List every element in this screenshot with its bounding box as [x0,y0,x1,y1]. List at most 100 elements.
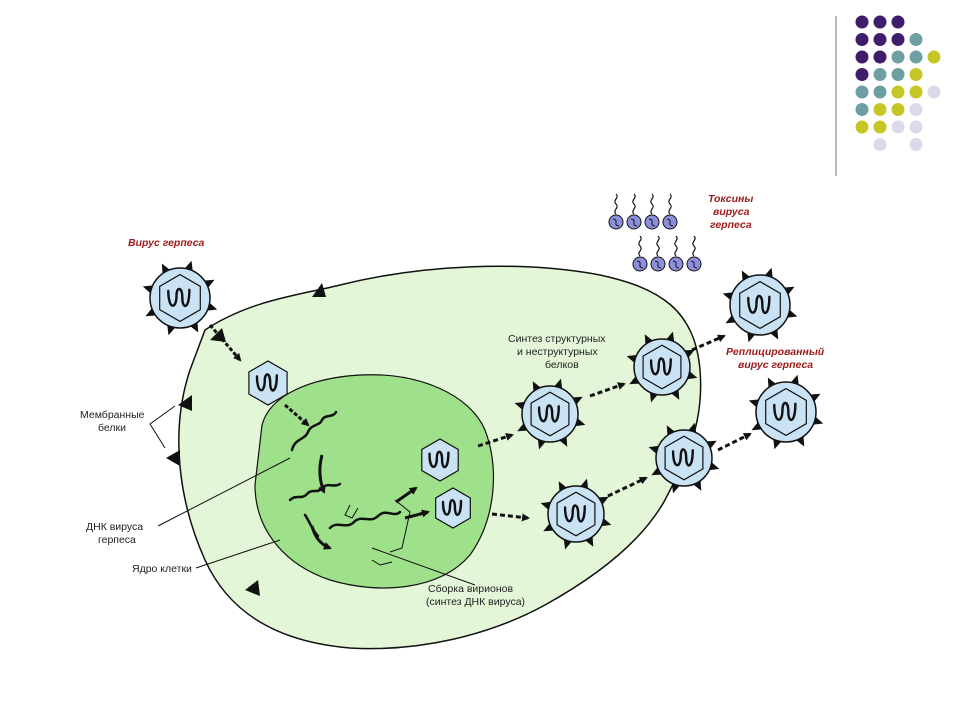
decorative-dot [909,33,923,46]
assembly-bracket [344,499,411,566]
virion-spike [666,425,675,436]
decorative-dot [909,68,923,81]
virion-spike [517,423,528,432]
decorative-dot [855,120,869,134]
virion-dna [563,504,586,523]
label-pointer-lines [157,457,476,586]
virion-spike [190,322,199,333]
virion-dna [255,373,278,392]
toxin-mark [690,260,698,269]
decorative-dot [891,33,905,46]
virion-capsid [556,491,596,537]
decorative-dot [909,85,923,99]
toxin-molecule [632,235,648,272]
toxin-mark [612,218,620,227]
virion-spike [741,270,750,281]
virion-dna [441,499,463,516]
virion-spike [145,308,156,317]
decorative-dot [891,50,905,64]
toxin-mark [630,218,638,227]
decorative-dot [891,68,905,81]
decorative-dot [909,120,923,134]
virion-spike [204,279,215,288]
decorative-dot [873,68,887,81]
decorative-dot [891,120,905,134]
toxin-molecule [626,193,642,230]
virion [626,331,698,403]
naked-capsid [421,438,459,482]
toxin-tail [674,235,678,257]
toxin-molecule [686,235,702,272]
virion-spike [644,334,653,345]
label-assembly: Сборка вирионов [428,583,513,595]
virion-capsid [248,360,288,406]
toxin-tail [668,193,672,215]
decorative-dot [873,50,887,64]
virion-spike [796,436,805,447]
toxin-molecule [668,235,684,272]
virion-spike [767,377,776,388]
label-membrane-proteins: Мембранные [80,409,145,421]
toxin-molecule [662,193,678,230]
virion-dna [428,450,450,469]
virion-spike [598,496,609,505]
virion-capsid [642,344,682,390]
toxin-mark [666,218,674,227]
decorative-dot [855,50,869,64]
virion-capsid [159,273,201,323]
virion-dna [167,287,191,307]
label-membrane-proteins-2: белки [98,422,126,434]
virion-capsid [530,391,570,437]
cell-nucleus [254,374,494,589]
decorative-dot [873,103,887,116]
decorative-dot [873,15,887,29]
virion-spike [706,440,717,449]
labels: Вирус герпеса Мембранные белки ДНК вирус… [80,193,825,608]
toxin-tail [638,235,642,257]
virion [540,478,612,550]
virion [142,260,218,336]
toxin-tail [650,193,654,215]
decorative-dot [855,103,869,116]
virion-spike [558,481,567,492]
decorative-dot [873,33,887,46]
label-dna-virus: ДНК вируса [86,521,143,533]
decorative-dot [873,138,887,151]
label-toxins-2: вируса [713,206,750,218]
virion-dna [747,294,771,314]
virion-dna [671,448,694,467]
virion-capsid [664,435,704,481]
toxin-molecule [644,193,660,230]
virion-spike [532,381,541,392]
toxin-molecule [650,235,666,272]
decorative-dot [909,103,923,116]
label-cell-nucleus: Ядро клетки [132,563,192,575]
label-synthesis-3: белков [545,359,579,371]
virion-spike [684,349,695,358]
virion-spike [572,396,583,405]
membrane-proteins-pointers [149,405,176,449]
label-assembly-2: (синтез ДНК вируса) [426,596,525,608]
virion [748,374,824,450]
process-arrows [208,324,752,550]
toxin-tail [656,235,660,257]
toxin-mark [654,260,662,269]
decorative-dot [927,85,941,99]
virion-dna [537,404,560,423]
decorative-dot [927,50,941,64]
label-herpes-virus: Вирус герпеса [128,237,205,249]
virions [142,260,824,550]
virion-spike [770,329,779,340]
virion-capsid [421,438,459,482]
virion [722,267,798,343]
label-toxins-3: герпеса [710,219,752,231]
decorative-dot [909,50,923,64]
decorative-dot [855,33,869,46]
decorative-dot-grid [855,15,941,151]
label-replicated-2: вирус герпеса [738,359,813,371]
decorative-dot [909,138,923,151]
virion-spike [751,422,762,431]
virion-dna [649,357,672,376]
toxin-tail [632,193,636,215]
